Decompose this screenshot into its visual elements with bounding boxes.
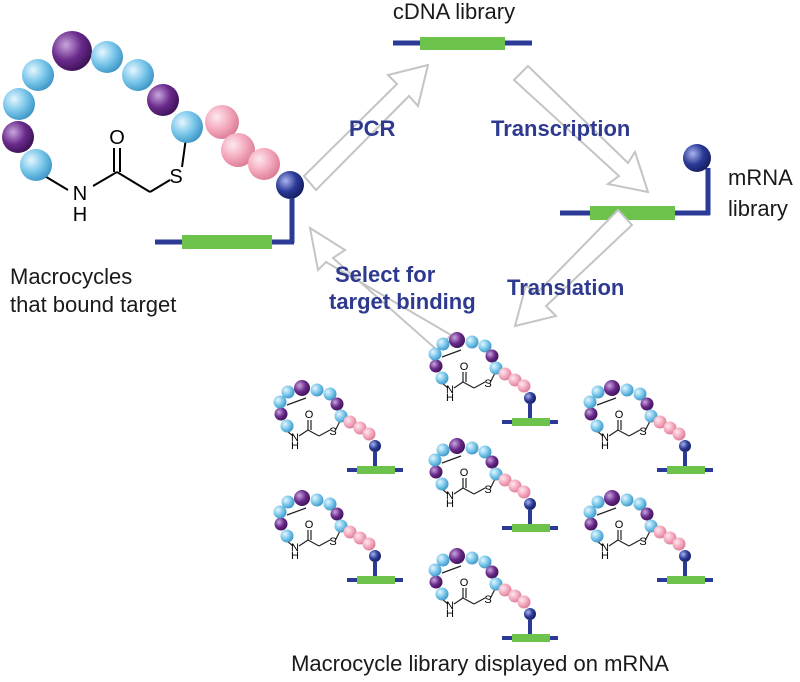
step-select-line1: Select for bbox=[335, 262, 436, 287]
step-pcr: PCR bbox=[349, 116, 396, 141]
library-unit bbox=[426, 436, 560, 534]
bead-icon bbox=[3, 88, 35, 120]
library-unit bbox=[581, 488, 715, 586]
bead-icon bbox=[205, 105, 239, 139]
library-caption: Macrocycle library displayed on mRNA bbox=[291, 651, 669, 676]
bead-icon bbox=[221, 133, 255, 167]
bound-label-line1: Macrocycles bbox=[10, 264, 132, 289]
bead-icon bbox=[20, 149, 52, 181]
hollow-arrow-icon bbox=[302, 63, 650, 352]
mrna-library-label-line2: library bbox=[728, 196, 788, 221]
sulfur-label: S bbox=[169, 166, 182, 188]
step-transcription: Transcription bbox=[491, 116, 630, 141]
bead-icon bbox=[276, 171, 304, 199]
bead-icon bbox=[91, 41, 123, 73]
library-unit bbox=[271, 488, 405, 586]
bead-icon bbox=[683, 144, 711, 172]
library-unit bbox=[426, 546, 560, 644]
bead-icon bbox=[248, 148, 280, 180]
bead-icon bbox=[147, 84, 179, 116]
bead-icon bbox=[122, 59, 154, 91]
oxygen-label: O bbox=[109, 127, 125, 149]
step-select-line2: target binding bbox=[329, 289, 476, 314]
mrna-library-label-line1: mRNA bbox=[728, 165, 793, 190]
bead-icon bbox=[22, 59, 54, 91]
nitrogen-label: N bbox=[73, 183, 87, 205]
bead-icon bbox=[171, 111, 203, 143]
bead-icon bbox=[2, 121, 34, 153]
cdna-library-label: cDNA library bbox=[393, 0, 515, 24]
cdna-construct bbox=[393, 37, 532, 50]
library-unit bbox=[271, 378, 405, 476]
macrocycle-library bbox=[271, 330, 715, 644]
library-unit bbox=[581, 378, 715, 476]
bead-icon bbox=[52, 31, 92, 71]
step-translation: Translation bbox=[507, 275, 624, 300]
hydrogen-label: H bbox=[73, 204, 87, 226]
bound-label-line2: that bound target bbox=[10, 292, 176, 317]
library-unit bbox=[426, 330, 560, 428]
bound-macrocycle: N H O S bbox=[2, 31, 304, 249]
